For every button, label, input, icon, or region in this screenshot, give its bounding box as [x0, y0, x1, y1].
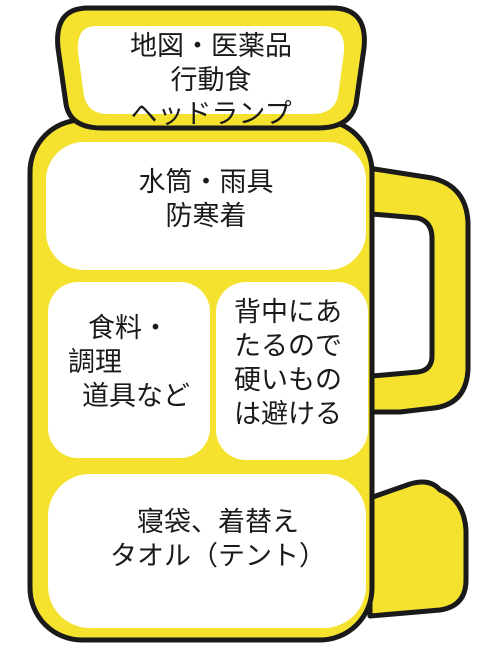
- middle-right-line-4: は避ける: [234, 399, 342, 430]
- middle-left-line-2: 調理: [68, 347, 122, 378]
- middle-left-label: 食料・ 調理 道具など: [68, 312, 208, 414]
- middle-right-line-3: 硬いもの: [234, 365, 342, 396]
- upper-line-2: 防寒着: [165, 201, 247, 232]
- middle-left-line-1: 食料・: [88, 313, 169, 344]
- side-pocket: [367, 479, 469, 619]
- side-strap-inner: [369, 211, 435, 379]
- middle-left-line-3: 道具など: [82, 381, 190, 412]
- upper-compartment: [46, 142, 366, 270]
- top-lid-line-1: 地図・医薬品: [130, 31, 292, 62]
- middle-right-line-1: 背中にあ: [234, 297, 342, 328]
- middle-right-line-2: たるので: [234, 331, 342, 362]
- top-lid-inner: [77, 26, 345, 114]
- top-lid-line-2: 行動食: [170, 65, 252, 96]
- middle-right-compartment: [216, 282, 368, 460]
- bottom-compartment: [48, 474, 366, 628]
- top-lid-line-3: ヘッドランプ: [130, 99, 292, 130]
- bottom-line-2: タオル（テント）: [110, 541, 326, 572]
- upper-line-1: 水筒・雨具: [138, 167, 274, 198]
- middle-left-compartment: [48, 282, 210, 458]
- bottom-line-1: 寝袋、着替え: [137, 507, 299, 538]
- middle-right-label: 背中にあ たるので 硬いもの は避ける: [234, 296, 364, 432]
- top-lid-label: 地図・医薬品 行動食 ヘッドランプ: [104, 30, 318, 132]
- bottom-compartment-label: 寝袋、着替え タオル（テント）: [80, 506, 356, 574]
- upper-compartment-label: 水筒・雨具 防寒着: [96, 166, 316, 234]
